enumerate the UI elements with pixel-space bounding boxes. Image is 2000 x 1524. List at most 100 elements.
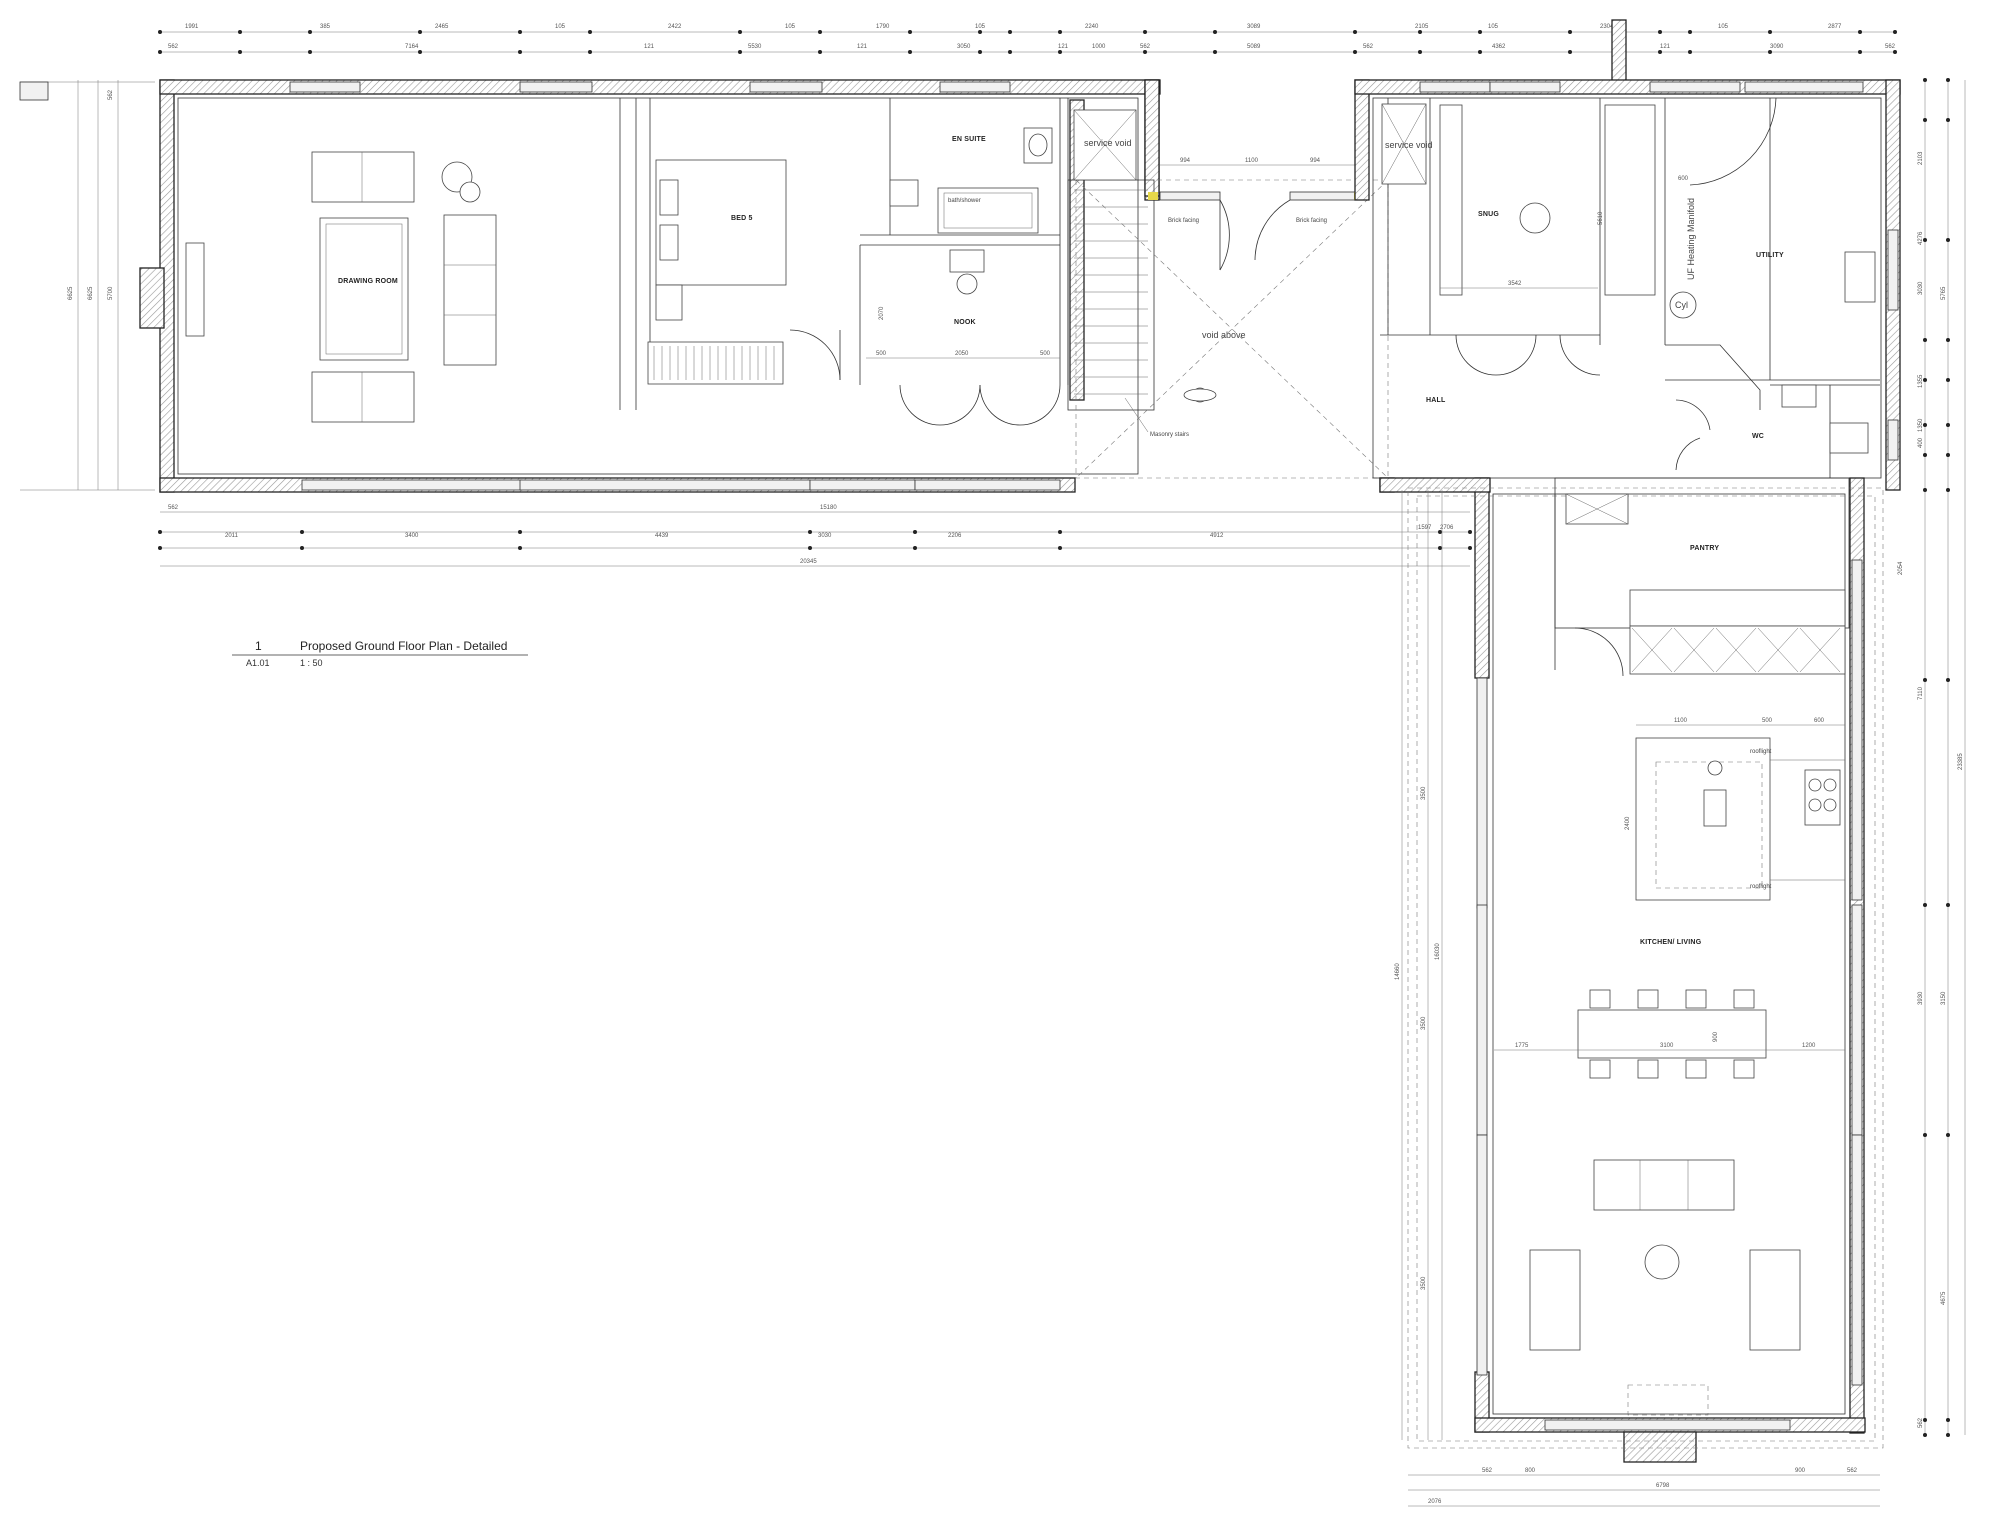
kitchen-island [1635, 737, 1771, 901]
dimension-tick [1058, 30, 1062, 34]
dimension-tick [588, 50, 592, 54]
dimension-tick [1213, 30, 1217, 34]
dim-k-8: 900 [1713, 1031, 1719, 1042]
cylinder [1669, 291, 1697, 319]
snug-shelving [1439, 104, 1463, 296]
dimension-tick [1893, 30, 1897, 34]
dimension-tick [1143, 30, 1147, 34]
dim-wing-width: 6798 [1656, 1483, 1670, 1489]
dim-top-4: 105 [555, 24, 566, 30]
dim-top-6: 105 [785, 24, 796, 30]
dining-chair [1589, 989, 1611, 1009]
dimension-tick [738, 30, 742, 34]
dimension-tick [1923, 1433, 1927, 1437]
dining-chair [1733, 1059, 1755, 1079]
dim-top2-6: 3050 [957, 44, 971, 50]
dimension-tick [1658, 50, 1662, 54]
dim-right-8: 2054 [1898, 561, 1904, 575]
dim-right-5: 1350 [1918, 418, 1924, 432]
room-label-wc: WC [1752, 433, 1764, 440]
dimension-tick [1923, 678, 1927, 682]
dimension-tick [518, 50, 522, 54]
sofa-south [311, 371, 415, 423]
dimension-tick [1468, 530, 1472, 534]
annotation-rooflight-1: rooflight [1750, 749, 1772, 755]
dim-k-1: 1100 [1674, 718, 1688, 724]
dim-top2-14: 3090 [1770, 44, 1784, 50]
drawing-scale: 1 : 50 [300, 658, 323, 668]
pantry-units [1631, 627, 1841, 673]
dimension-tick [158, 50, 162, 54]
dimension-tick [238, 30, 242, 34]
dim-bot2-1: 2011 [225, 533, 239, 539]
unit-cross [1673, 627, 1715, 673]
dim-top2-9: 562 [1140, 44, 1151, 50]
left-dimension-chains: 6625 6625 5700 562 [20, 80, 155, 491]
bottom-dimension-ticks [158, 530, 1472, 550]
dimension-tick [158, 530, 162, 534]
dim-n-3: 500 [1040, 351, 1051, 357]
dim-top2-10: 5089 [1247, 44, 1261, 50]
dim-bot2-3: 4439 [655, 533, 669, 539]
right-dimension-ticks [1923, 78, 1950, 1437]
sheet-number: A1.01 [246, 658, 270, 668]
annotation-service-void-2: service void [1385, 140, 1433, 150]
dimension-tick [1568, 50, 1572, 54]
dining-chair [1733, 989, 1755, 1009]
dimension-tick [738, 50, 742, 54]
dim-wing-4: 3500 [1421, 1276, 1427, 1290]
dim-left-4: 562 [108, 89, 114, 100]
annotation-uf-heating: UF Heating Manifold [1686, 198, 1696, 280]
title-block: 1 Proposed Ground Floor Plan - Detailed … [232, 639, 528, 668]
dim-wing-b4: 562 [1847, 1468, 1858, 1474]
dim-top2-11: 562 [1363, 44, 1374, 50]
dim-right-1: 2103 [1918, 151, 1924, 165]
top-dimension-chain-1: 1991 385 2465 105 2422 105 1790 105 2240… [160, 24, 1895, 33]
wc-pan-ensuite [889, 179, 919, 207]
dimension-tick [1946, 1433, 1950, 1437]
dim-right-14: 562 [1918, 1417, 1924, 1428]
dim-wing-5: 16030 [1435, 943, 1441, 960]
dim-right-10: 7110 [1918, 686, 1924, 700]
dimension-tick [1923, 423, 1927, 427]
room-label-snug: SNUG [1478, 211, 1499, 218]
room-label-en-suite: EN SUITE [952, 136, 986, 143]
kitchen-dimensions: 1100 500 600 2400 1775 3100 1200 900 [1494, 718, 1845, 1051]
bottom-dimension-chains: 562 15180 1597 2706 2011 3400 4439 3030 … [160, 505, 1470, 567]
dim-right-2: 4276 [1918, 231, 1924, 245]
dim-bot-1: 562 [168, 505, 179, 511]
dim-wing-2: 3500 [1421, 786, 1427, 800]
drawing-room-furniture [311, 151, 497, 423]
coffee-table [1644, 1244, 1680, 1280]
snug-utility-furniture [1439, 97, 1876, 471]
dimension-tick [1923, 338, 1927, 342]
dimension-tick [1688, 50, 1692, 54]
dimension-tick [1008, 50, 1012, 54]
wing-bottom-dimension-chains: 562 800 900 562 6798 2076 [1408, 1468, 1880, 1507]
dimension-tick [1923, 488, 1927, 492]
annotation-brick-facing-2: Brick facing [1296, 218, 1327, 224]
fireplace [185, 242, 205, 337]
south-chimney [1623, 1431, 1697, 1463]
dimension-tick [418, 50, 422, 54]
dimension-tick [1688, 30, 1692, 34]
dimension-tick [818, 30, 822, 34]
living-sofa [1593, 1159, 1735, 1211]
dimension-tick [1008, 30, 1012, 34]
dimension-tick [300, 546, 304, 550]
bedside-table [655, 284, 683, 321]
interior-walls [619, 98, 1880, 478]
armchair-right [1749, 1249, 1801, 1351]
person-figure [1183, 387, 1217, 403]
room-label-bed5: BED 5 [731, 215, 753, 222]
dim-n-4: 2070 [879, 306, 885, 320]
right-dimension-chains: 2103 4276 3030 1355 1350 400 5765 2054 2… [1898, 80, 1966, 1435]
dim-right-6: 400 [1918, 437, 1924, 448]
kitchen-wing [1379, 477, 1884, 1463]
dim-top-12: 105 [1488, 24, 1499, 30]
dim-top-3: 2465 [435, 24, 449, 30]
dim-overall: 20345 [800, 559, 817, 565]
annotation-brick-facing-1: Brick facing [1168, 218, 1199, 224]
dimension-tick [908, 30, 912, 34]
armchair-left [1529, 1249, 1581, 1351]
